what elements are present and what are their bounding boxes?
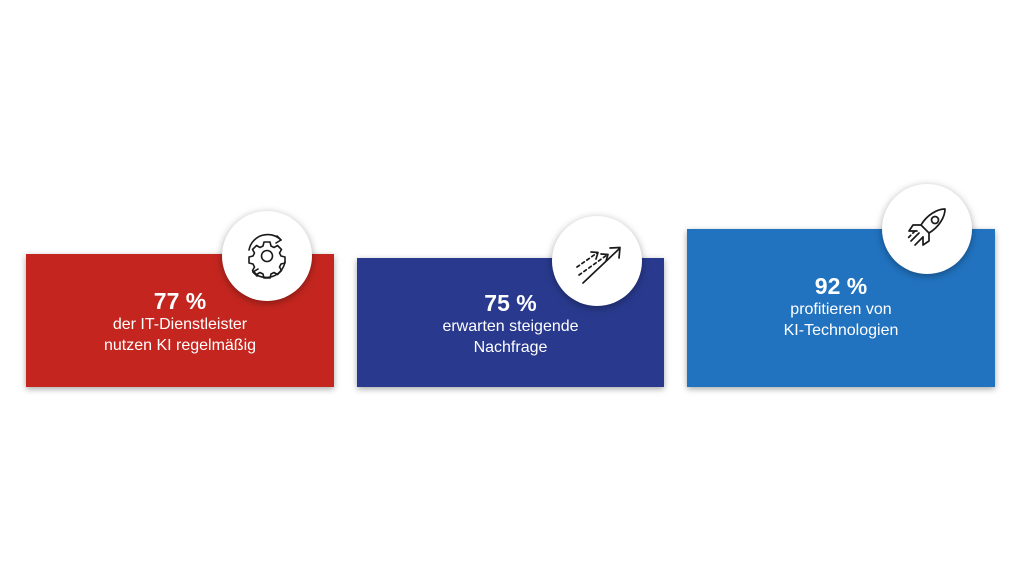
stat-description-line-1: erwarten steigende <box>442 318 579 335</box>
stat-card-text: 77 % der IT-Dienstleister nutzen KI rege… <box>26 288 334 356</box>
stat-description-line-2: Nachfrage <box>473 339 548 356</box>
stat-value: 92 % <box>814 273 868 299</box>
stat-card-ki-technologien: 92 % profitieren von KI-Technologien <box>687 229 995 387</box>
gear-cycle-badge <box>222 211 312 301</box>
rocket-badge <box>882 184 972 274</box>
rocket-icon <box>906 208 946 246</box>
stat-description-line-1: der IT-Dienstleister <box>112 316 248 333</box>
stat-value: 75 % <box>484 290 537 316</box>
stat-description-line-2: nutzen KI regelmäßig <box>103 337 257 354</box>
rising-arrows-badge <box>552 216 642 306</box>
rising-arrows-icon <box>576 246 621 284</box>
gear-cycle-icon <box>248 233 286 279</box>
stat-card-text: 75 % erwarten steigende Nachfrage <box>357 290 664 358</box>
stat-description-line-1: profitieren von <box>790 301 892 318</box>
stat-description-line-2: KI-Technologien <box>783 322 899 339</box>
stat-value: 77 % <box>153 288 207 314</box>
stat-card-text: 92 % profitieren von KI-Technologien <box>687 273 995 341</box>
